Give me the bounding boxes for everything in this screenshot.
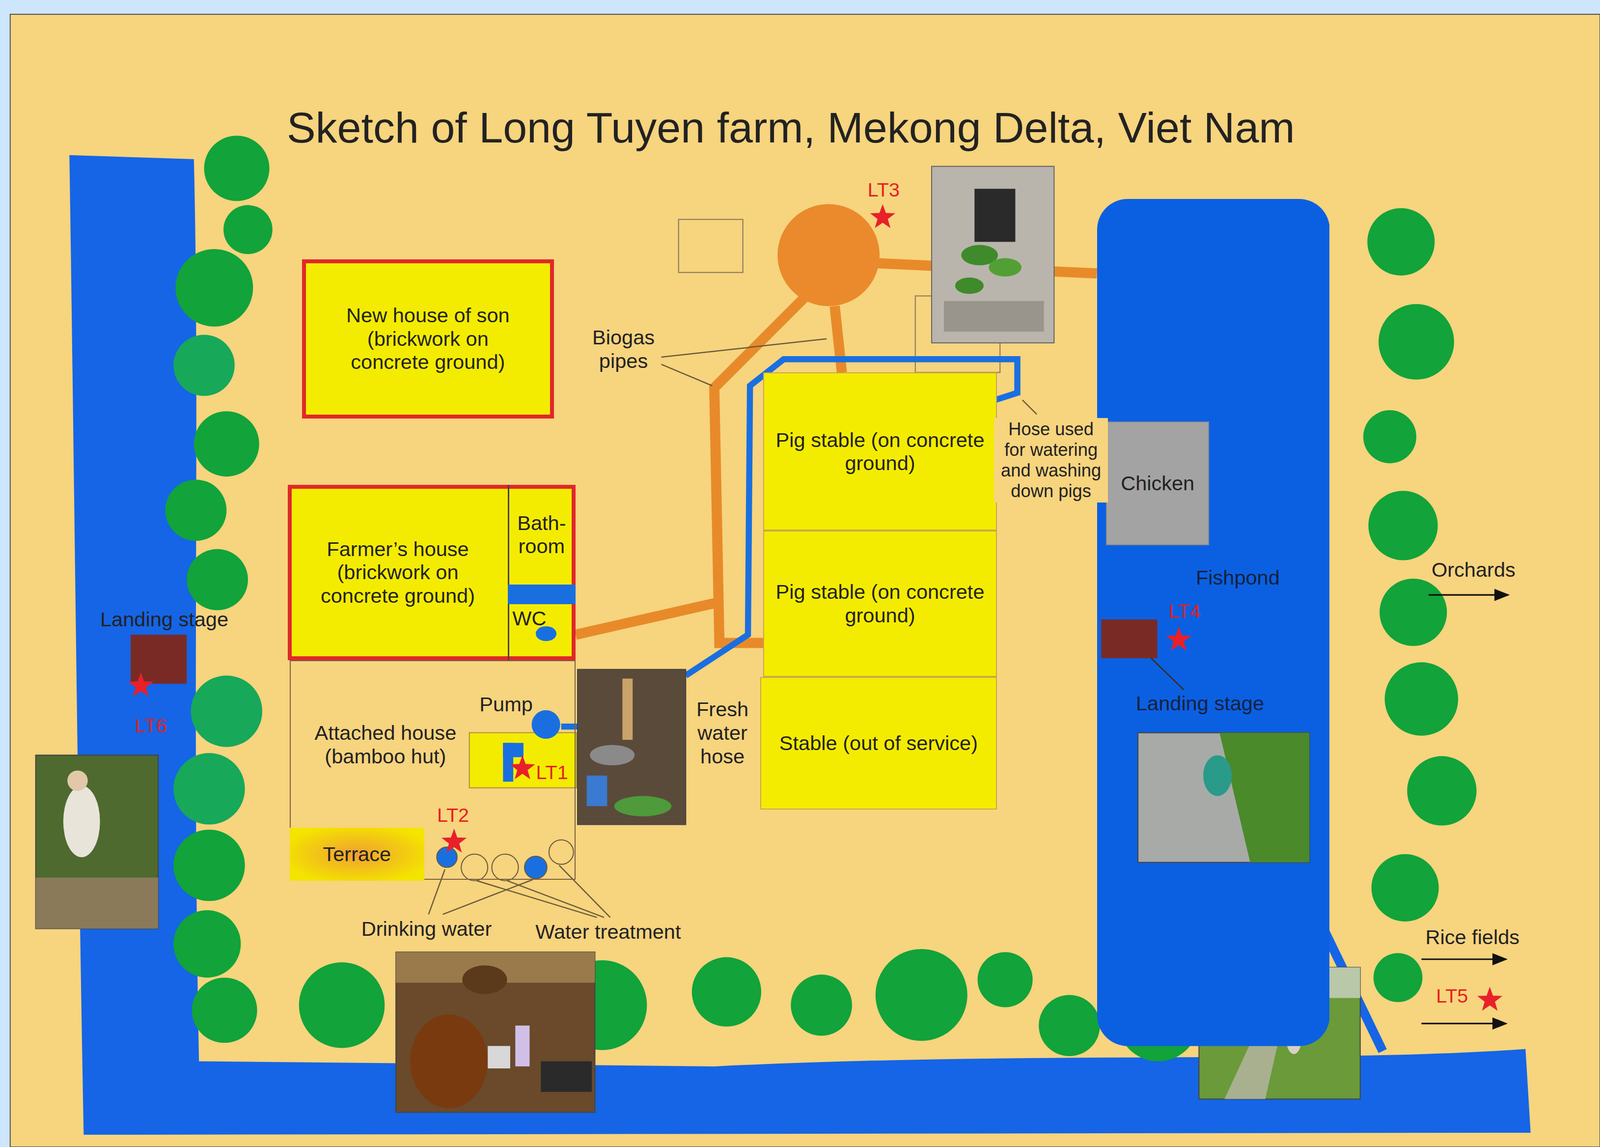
map-label: Water treatment <box>535 919 681 944</box>
node-label: Chicken <box>1120 471 1195 496</box>
house-box: New house of son (brickwork on concrete … <box>302 259 554 419</box>
map-label: Rice fields <box>1425 925 1520 949</box>
text-region: Stable (out of service) <box>760 676 997 810</box>
shed-outline <box>678 219 744 273</box>
sample-point-code: LT3 <box>867 178 900 201</box>
text-region: Terrace <box>289 827 425 881</box>
sample-point-code: LT6 <box>135 714 167 737</box>
map-label: Pump <box>479 692 533 717</box>
node-label: Farmer’s house (brickwork on concrete gr… <box>305 537 490 608</box>
trees <box>165 135 1477 1061</box>
map-label: Drinking water <box>361 916 493 941</box>
text-region: Bath- room <box>507 484 576 585</box>
node-label: Pig stable (on concrete ground) <box>770 579 991 628</box>
bath-partition <box>507 584 576 604</box>
node-label: Pig stable (on concrete ground) <box>770 428 991 476</box>
map-label: Fresh water hose <box>690 697 755 768</box>
text-region: New house of son (brickwork on concrete … <box>302 258 554 418</box>
text-region: Fishpond <box>1176 561 1299 594</box>
node-label: New house of son (brickwork on concrete … <box>335 303 520 374</box>
text-region: Pig stable (on concrete ground) <box>763 372 997 531</box>
river <box>69 155 1531 1135</box>
map-label: Landing stage <box>100 607 229 632</box>
photo-kitchen <box>577 669 686 825</box>
room-box: WC <box>507 604 576 661</box>
direction-arrows <box>1421 594 1509 1024</box>
node-label: Stable (out of service) <box>779 731 978 755</box>
map-label: Orchards <box>1431 557 1516 582</box>
well-box <box>469 732 577 788</box>
node-label: Attached house (bamboo hut) <box>296 720 475 769</box>
ground <box>10 14 1600 1147</box>
leader-lines <box>428 338 1037 918</box>
map-label: Hose used for watering and washing down … <box>993 417 1108 502</box>
sample-point-code: LT5 <box>1435 984 1468 1007</box>
text-region: WC <box>507 604 551 633</box>
node-label: WC <box>512 606 547 631</box>
pump-symbol <box>531 710 561 739</box>
sample-point-code: LT2 <box>437 803 469 827</box>
house-box: Farmer’s house (brickwork on concrete gr… <box>287 484 576 661</box>
room-box: Bath- room <box>507 484 576 585</box>
node-label: Bath- room <box>508 511 575 559</box>
fishpond-area: Fishpond <box>1097 198 1330 1047</box>
map-label: Landing stage <box>1135 691 1265 716</box>
text-region: Pig stable (on concrete ground) <box>763 530 997 677</box>
stable-box: Pig stable (on concrete ground) <box>763 372 997 531</box>
landing-stage <box>130 634 187 684</box>
chicken-house: Chicken <box>1105 421 1210 545</box>
biogas-digester <box>777 203 880 306</box>
photo-drinking-water <box>395 951 595 1112</box>
terrace-box: Terrace <box>289 827 425 881</box>
text-region: Chicken <box>1105 421 1210 545</box>
node-label: Fishpond <box>1195 565 1280 590</box>
map-label: Biogas pipes <box>582 325 664 373</box>
photo-riverbank <box>35 754 159 929</box>
stable-box: Pig stable (on concrete ground) <box>763 530 997 677</box>
sample-point-code: LT1 <box>536 761 569 784</box>
text-region: Farmer’s house (brickwork on concrete gr… <box>287 484 509 661</box>
node-label: Terrace <box>322 842 391 866</box>
stable-box: Stable (out of service) <box>760 676 997 810</box>
pump-pipe <box>502 742 524 757</box>
photo-digester <box>931 166 1054 343</box>
fishpond-shape <box>1097 198 1330 1047</box>
text-region: Attached house (bamboo hut) <box>293 709 478 781</box>
map-title: Sketch of Long Tuyen farm, Mekong Delta,… <box>286 102 1296 153</box>
sample-point-code: LT4 <box>1168 600 1201 623</box>
